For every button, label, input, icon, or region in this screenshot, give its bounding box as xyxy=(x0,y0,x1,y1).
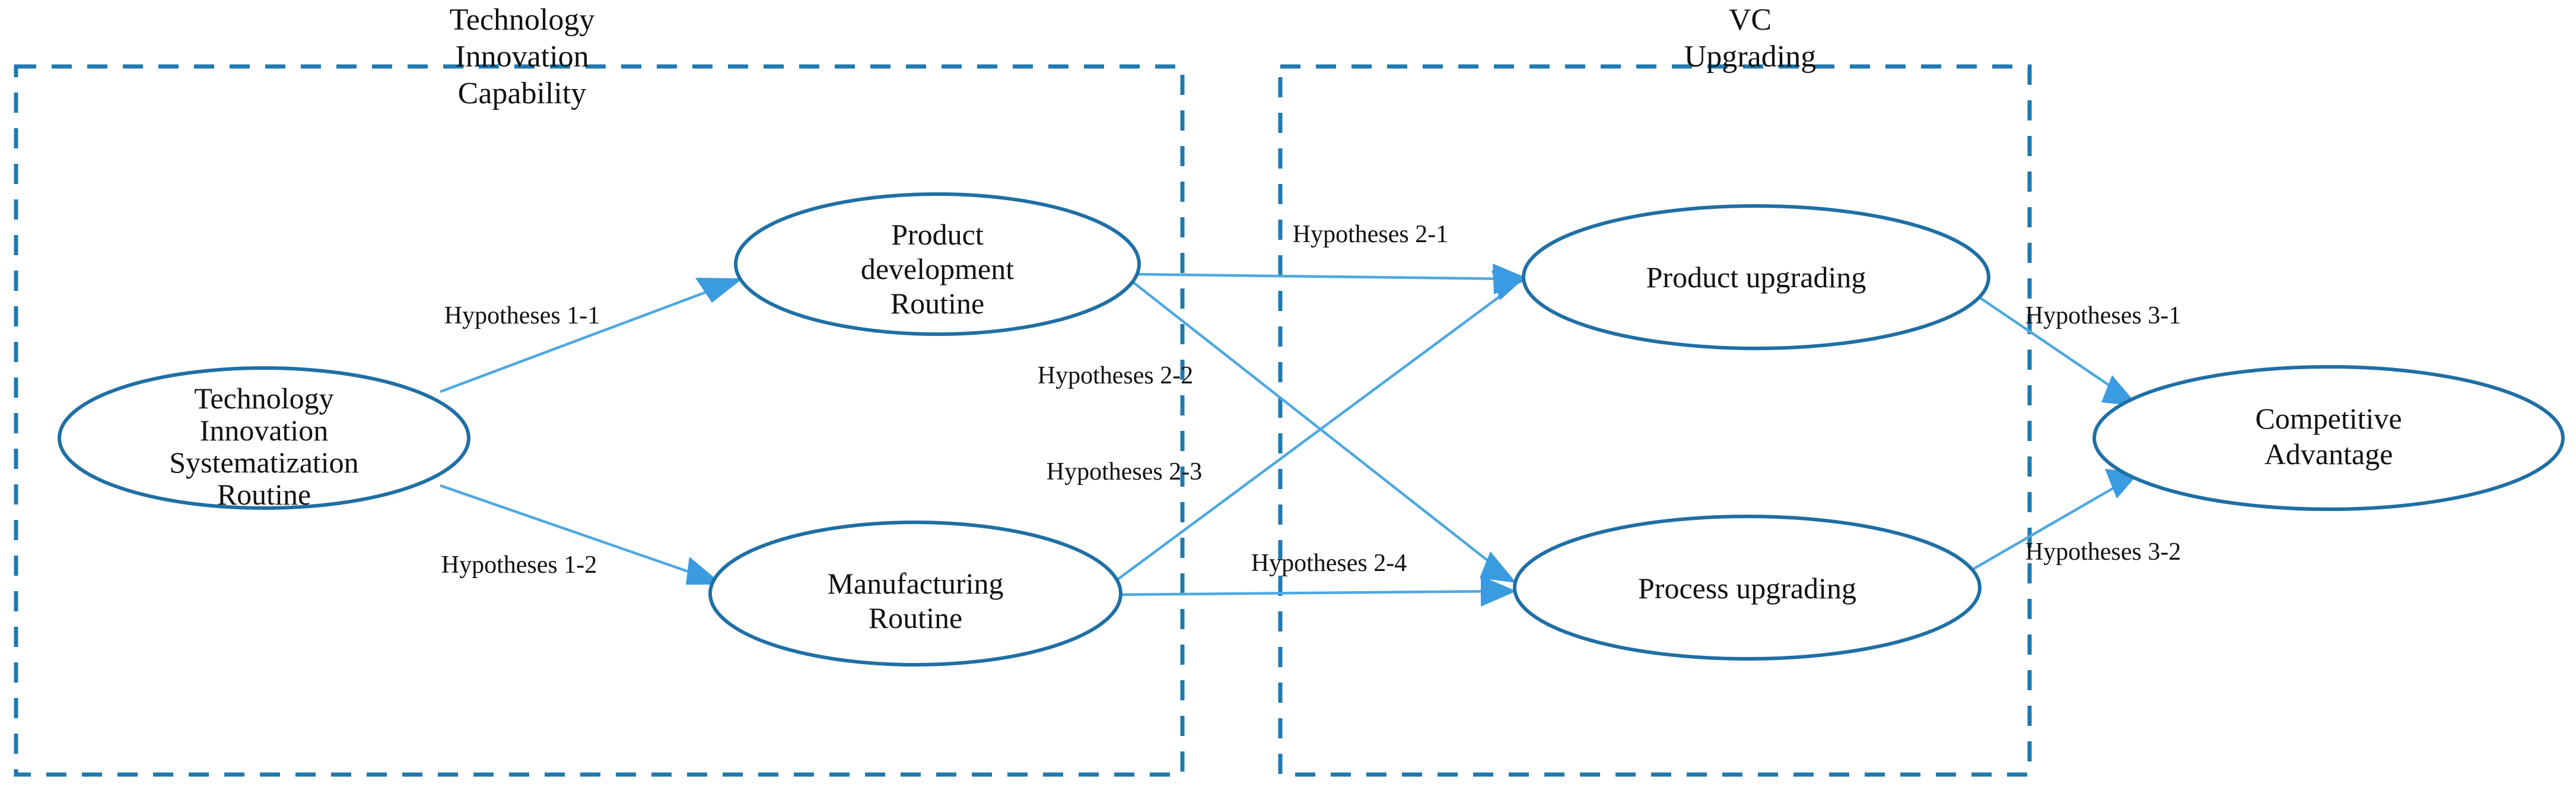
edge-h2-1 xyxy=(1134,264,1529,294)
node-label-line: Routine xyxy=(217,478,311,511)
edge-h1-1 xyxy=(440,278,743,394)
arrow-head-icon xyxy=(1480,551,1516,583)
node-shape[interactable] xyxy=(734,192,1141,336)
arrow-head-icon xyxy=(1481,576,1516,607)
edge-label-h2-1: Hypotheses 2-1 xyxy=(1293,221,1448,248)
edge-label-h2-4: Hypotheses 2-4 xyxy=(1251,550,1407,577)
group-title-technology-innovation-capability: Technology Innovation Capability xyxy=(450,3,595,110)
node-label-line: Routine xyxy=(869,601,962,634)
node-process-upgrading[interactable]: Process upgrading xyxy=(1513,515,1982,661)
node-label-line: Manufacturing xyxy=(827,567,1003,600)
edge-label-h3-2: Hypotheses 3-2 xyxy=(2025,538,2181,566)
arrow-head-icon xyxy=(695,278,743,303)
edge-line xyxy=(1963,481,2125,576)
edge-h2-3 xyxy=(1109,270,1522,586)
node-label-line: Technology xyxy=(194,382,333,415)
group-title-line: Innovation xyxy=(455,40,589,74)
group-title-line: VC xyxy=(1729,3,1772,37)
edge-line xyxy=(1131,280,1502,572)
edge-line xyxy=(440,282,729,394)
edges xyxy=(440,264,2139,607)
node-technology-innovation-systematization-routine[interactable]: Technology Innovation Systematization Ro… xyxy=(58,366,470,511)
edge-h2-2 xyxy=(1131,280,1516,583)
group-box-vc-upgrading xyxy=(1278,64,2032,777)
node-product-upgrading[interactable]: Product upgrading xyxy=(1522,204,1990,350)
group-title-line: Capability xyxy=(458,77,587,110)
node-label-line: Product xyxy=(891,218,984,251)
node-label-line: Systematization xyxy=(169,446,358,479)
arrow-head-icon xyxy=(2101,375,2138,406)
edge-label-h2-2: Hypotheses 2-2 xyxy=(1038,362,1193,389)
node-shape[interactable] xyxy=(1513,515,1982,661)
edge-line xyxy=(1968,290,2125,396)
nodes: Technology Innovation Systematization Ro… xyxy=(58,192,2565,667)
node-shape[interactable] xyxy=(708,521,1122,667)
node-label-line: Routine xyxy=(891,287,984,320)
group-title-line: Upgrading xyxy=(1684,40,1816,74)
edge-label-h2-3: Hypotheses 2-3 xyxy=(1047,458,1202,486)
node-competitive-advantage[interactable]: Competitive Advantage xyxy=(2092,365,2565,511)
node-manufacturing-routine[interactable]: Manufacturing Routine xyxy=(708,521,1122,667)
node-label-line: Competitive xyxy=(2255,402,2402,435)
group-title-line: Technology xyxy=(450,3,595,37)
node-label-line: development xyxy=(861,252,1014,285)
node-shape[interactable] xyxy=(1522,204,1990,350)
node-label-line: Process upgrading xyxy=(1638,572,1856,605)
edge-line xyxy=(1115,589,1500,597)
edge-label-h1-1: Hypotheses 1-1 xyxy=(444,302,600,329)
edge-line xyxy=(1109,291,1507,586)
group-title-vc-upgrading: VC Upgrading xyxy=(1684,3,1816,74)
edge-label-h1-2: Hypotheses 1-2 xyxy=(441,551,597,579)
node-label-line: Product upgrading xyxy=(1646,261,1866,294)
edge-h3-1 xyxy=(1968,290,2138,406)
arrow-head-icon xyxy=(1491,270,1522,300)
edge-label-h3-1: Hypotheses 3-1 xyxy=(2025,302,2181,329)
edge-labels: Hypotheses 1-1 Hypotheses 1-2 Hypotheses… xyxy=(441,221,2181,579)
node-shape[interactable] xyxy=(58,366,470,510)
group-boxes xyxy=(14,64,2032,777)
node-label-line: Advantage xyxy=(2265,437,2393,471)
node-label-line: Innovation xyxy=(200,414,329,447)
edge-line xyxy=(440,484,710,580)
group-box-technology-innovation-capability xyxy=(14,64,1185,777)
edge-h2-4 xyxy=(1115,576,1516,607)
node-shape[interactable] xyxy=(2092,365,2565,511)
node-product-development-routine[interactable]: Product development Routine xyxy=(734,192,1141,336)
edge-line xyxy=(1134,272,1515,281)
